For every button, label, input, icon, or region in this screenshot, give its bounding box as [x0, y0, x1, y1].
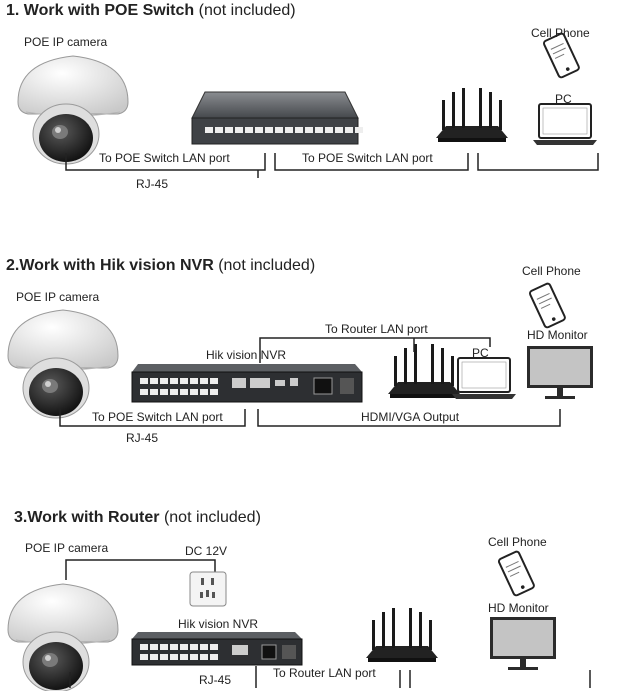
section-3-cell-phone-label: Cell Phone [488, 535, 547, 549]
section-1-cell-phone-label: Cell Phone [531, 26, 590, 40]
monitor-icon [527, 346, 593, 399]
nvr-icon [131, 632, 303, 666]
section-2-title: 2.Work with Hik vision NVR [6, 257, 214, 274]
section-2-nvr-label: Hik vision NVR [206, 348, 287, 362]
section-1-cable-label-2: To POE Switch LAN port [302, 151, 433, 165]
poe-switch-icon [191, 91, 363, 145]
section-3-camera-label: POE IP camera [25, 541, 109, 555]
nvr-icon [131, 364, 363, 403]
laptop-icon [451, 357, 517, 400]
dome-camera-icon [17, 55, 129, 165]
section-2-camera-label: POE IP camera [16, 290, 100, 304]
section-1-heading: 1. Work with POE Switch (not included) [6, 2, 296, 20]
router-icon [366, 608, 438, 662]
section-2-output-label: HDMI/VGA Output [361, 410, 460, 424]
section-3-monitor-label: HD Monitor [488, 601, 549, 615]
section-1-cable-label-1: To POE Switch LAN port [99, 151, 230, 165]
dome-camera-icon [7, 583, 119, 691]
section-1-title: 1. Work with POE Switch [6, 2, 195, 19]
section-2-heading: 2.Work with Hik vision NVR (not included… [6, 257, 315, 275]
section-3-nvr-label: Hik vision NVR [178, 617, 259, 631]
power-socket-icon [189, 571, 227, 607]
section-1-pc-label: PC [555, 92, 572, 106]
section-2-cell-phone-label: Cell Phone [522, 264, 581, 278]
cell-phone-icon [497, 549, 536, 598]
dome-camera-icon [7, 309, 119, 419]
section-2-note: (not included) [218, 257, 316, 274]
router-icon [388, 344, 460, 398]
section-3-router-port-label: To Router LAN port [273, 666, 376, 680]
section-3-power-label: DC 12V [185, 544, 228, 558]
section-3-title: 3.Work with Router [14, 509, 160, 526]
section-2-diagram [7, 281, 593, 427]
cell-phone-icon [528, 281, 567, 330]
section-2-router-port-label: To Router LAN port [325, 322, 428, 336]
section-1-rj45-label: RJ-45 [136, 177, 169, 191]
monitor-icon [490, 617, 556, 670]
section-2-rj45-label: RJ-45 [126, 431, 159, 445]
laptop-icon [532, 103, 598, 146]
section-1-note: (not included) [198, 2, 296, 19]
router-icon [436, 88, 508, 142]
section-1-diagram [17, 31, 599, 178]
section-3-heading: 3.Work with Router (not included) [14, 509, 261, 527]
section-1-camera-label: POE IP camera [24, 35, 108, 49]
section-2-switch-port-label: To POE Switch LAN port [92, 410, 223, 424]
section-2-monitor-label: HD Monitor [527, 328, 588, 342]
section-3-note: (not included) [163, 509, 261, 526]
section-2-pc-label: PC [472, 346, 489, 360]
section-3-diagram [7, 549, 591, 691]
section-3-rj45-label: RJ-45 [199, 673, 232, 687]
